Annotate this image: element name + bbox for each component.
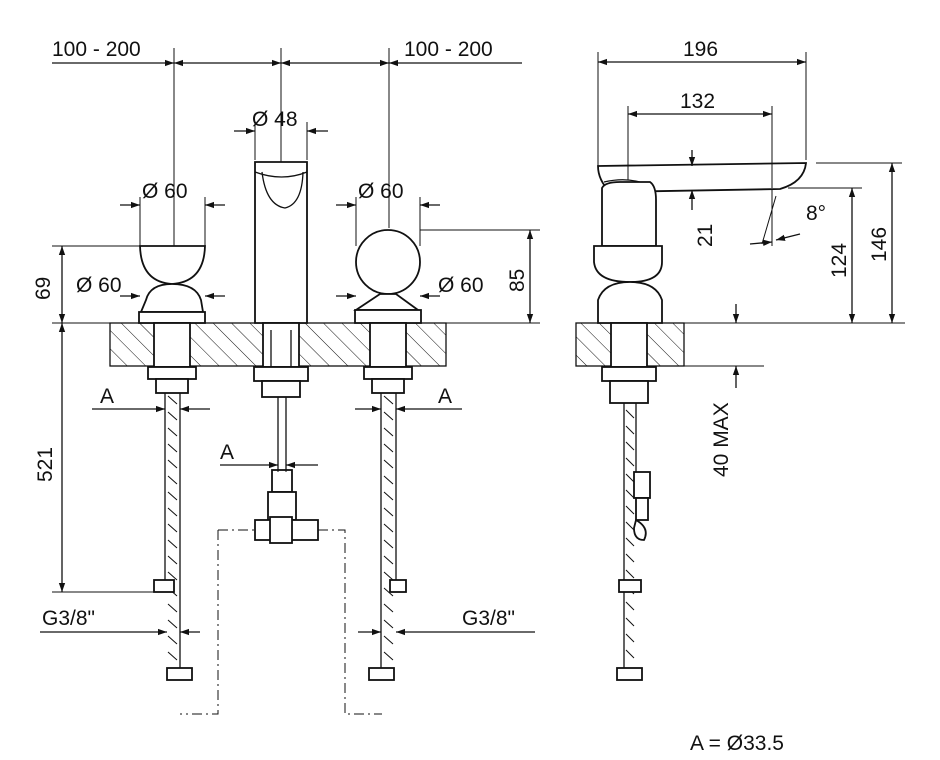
dimension-hose-length: 521 <box>34 323 154 593</box>
dimension-spout-outlet-height: 21 <box>688 150 717 247</box>
dimension-left-handle-bottom: Ø 60 <box>76 274 225 300</box>
dimension-connection-left: G3/8" <box>40 607 200 636</box>
spacing-right-label: 100 - 200 <box>404 38 493 61</box>
max-deck-thickness-label: 40 MAX <box>710 402 733 477</box>
spout-angle-label: 8° <box>806 202 826 225</box>
spout-reach-label: 132 <box>680 90 715 113</box>
front-view: 100 - 200 100 - 200 Ø 48 Ø 60 Ø 60 6 <box>32 38 540 715</box>
overall-height-label: 146 <box>868 227 891 262</box>
side-body <box>593 162 808 681</box>
spout-outlet-height-label: 21 <box>694 224 717 247</box>
dimension-overall-height: 146 <box>816 162 902 323</box>
dimension-right-handle-top: Ø 60 <box>336 180 440 246</box>
connection-right-label: G3/8" <box>462 607 515 630</box>
spacing-left-label: 100 - 200 <box>52 38 141 61</box>
right-handle-diameter-top-label: Ø 60 <box>358 180 404 203</box>
a-right-label: A <box>438 385 452 408</box>
spout-diameter-label: Ø 48 <box>252 108 298 131</box>
dimension-a-left: A <box>92 385 210 415</box>
dimension-overall-depth: 196 <box>597 38 807 166</box>
dimension-max-deck-thickness: 40 MAX <box>684 304 764 477</box>
handle-height-label: 69 <box>32 277 55 300</box>
dimension-right-handle-bottom: Ø 60 <box>336 274 484 300</box>
left-handle-diameter-bottom-label: Ø 60 <box>76 274 122 297</box>
left-handle-diameter-top-label: Ø 60 <box>142 180 188 203</box>
dimension-spout-reach: 132 <box>627 90 773 188</box>
outlet-height-label: 124 <box>828 243 851 278</box>
right-handle-diameter-bottom-label: Ø 60 <box>438 274 484 297</box>
dimension-left-handle-top: Ø 60 <box>120 180 225 246</box>
hose-length-label: 521 <box>34 447 57 482</box>
a-center-label: A <box>220 441 234 464</box>
dimension-spout-angle: 8° <box>749 190 826 246</box>
center-spout <box>253 161 319 544</box>
supply-routing-line <box>180 529 382 715</box>
dimension-connection-right: G3/8" <box>358 607 535 636</box>
connection-left-label: G3/8" <box>42 607 95 630</box>
a-left-label: A <box>100 385 114 408</box>
dimension-a-center: A <box>220 441 318 472</box>
dimension-spacing: 100 - 200 100 - 200 <box>52 38 522 246</box>
right-handle <box>353 229 422 681</box>
side-view: 196 132 21 8° 124 <box>575 38 905 681</box>
right-handle-height-label: 85 <box>506 269 529 292</box>
left-handle <box>138 245 206 681</box>
dimension-outlet-height: 124 <box>684 187 905 324</box>
dimension-a-right: A <box>355 385 462 415</box>
dimension-spout-diameter: Ø 48 <box>234 108 328 160</box>
diameter-note: A = Ø33.5 <box>690 732 784 755</box>
dimension-right-handle-height: 85 <box>420 229 540 324</box>
overall-depth-label: 196 <box>683 38 718 61</box>
